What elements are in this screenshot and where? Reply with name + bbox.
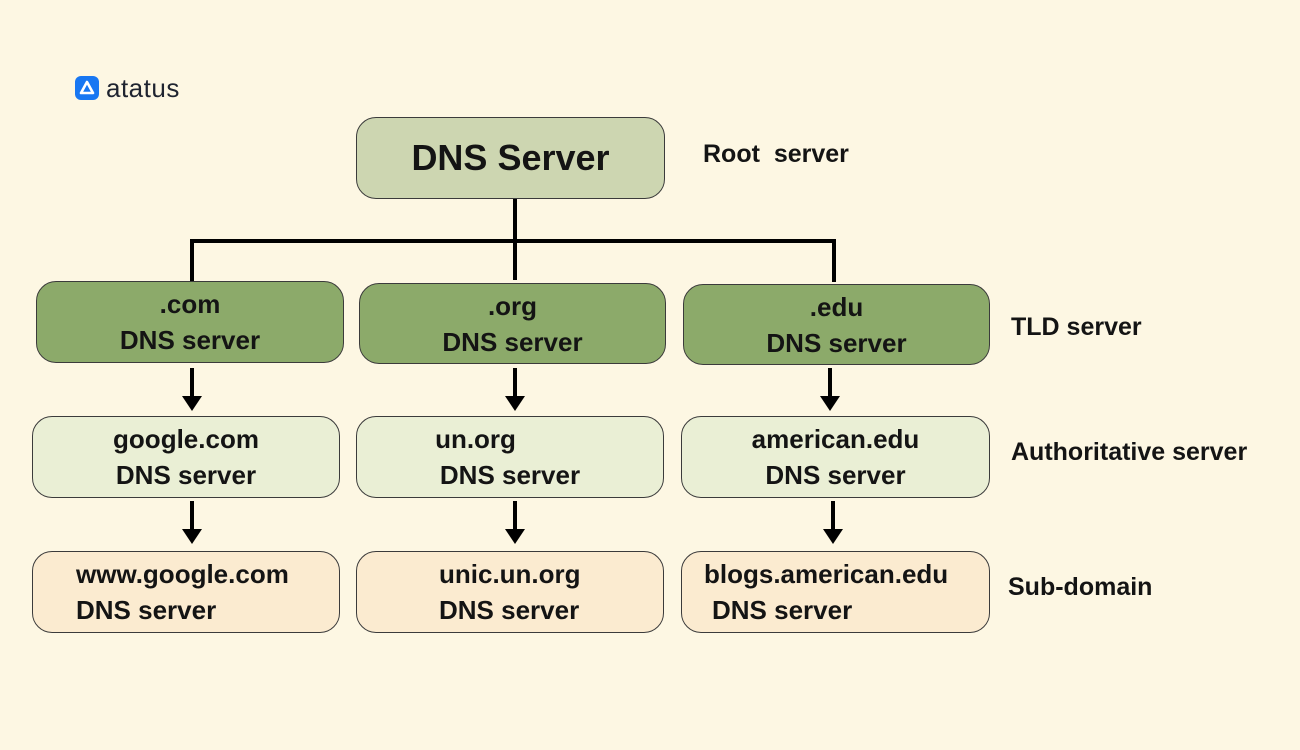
arrowhead-1	[182, 396, 202, 411]
arrowhead-6	[823, 529, 843, 544]
sub-server-text: DNS server	[76, 595, 217, 625]
atatus-logo: atatus	[75, 73, 180, 103]
tld-edu-node: .edu DNS server	[683, 284, 990, 365]
level-label-subdomain: Sub-domain	[1008, 573, 1153, 601]
tld-domain: .com	[159, 289, 221, 319]
tld-server-text: DNS server	[119, 325, 261, 355]
sub-www-google-node: www.google.com DNS server	[32, 551, 340, 633]
root-node-label: DNS Server	[411, 137, 610, 178]
auth-server-text: DNS server	[439, 460, 581, 490]
tld-com-node: .com DNS server	[36, 281, 344, 363]
arrowhead-2	[505, 396, 525, 411]
auth-domain: un.org	[435, 424, 516, 454]
sub-domain-name: unic.un.org	[439, 559, 581, 589]
auth-domain: american.edu	[751, 424, 920, 454]
tld-server-text: DNS server	[766, 327, 907, 358]
level-label-authoritative: Authoritative server	[1011, 438, 1248, 466]
auth-google-node: google.com DNS server	[32, 416, 340, 498]
sub-domain-name: www.google.com	[76, 559, 289, 589]
arrowhead-4	[182, 529, 202, 544]
auth-american-node: american.edu DNS server	[681, 416, 990, 498]
auth-un-node: un.org DNS server	[356, 416, 664, 498]
sub-server-text: DNS server	[439, 595, 580, 625]
tld-domain: .org	[487, 290, 538, 321]
arrowhead-5	[505, 529, 525, 544]
auth-server-text: DNS server	[765, 460, 906, 490]
atatus-logo-icon	[75, 76, 99, 100]
tld-domain: .edu	[809, 291, 864, 322]
auth-server-text: DNS server	[115, 460, 257, 490]
arrowhead-3	[820, 396, 840, 411]
sub-unic-un-node: unic.un.org DNS server	[356, 551, 664, 633]
sub-blogs-american-node: blogs.american.edu DNS server	[681, 551, 990, 633]
sub-domain-name: blogs.american.edu	[704, 559, 949, 589]
tld-org-node: .org DNS server	[359, 283, 666, 364]
sub-server-text: DNS server	[712, 595, 853, 625]
level-label-root: Root server	[703, 140, 849, 168]
root-dns-server-node: DNS Server	[356, 117, 665, 199]
auth-domain: google.com	[113, 424, 259, 454]
tld-server-text: DNS server	[442, 326, 583, 357]
level-label-tld: TLD server	[1011, 313, 1142, 341]
brand-name: atatus	[106, 72, 180, 103]
